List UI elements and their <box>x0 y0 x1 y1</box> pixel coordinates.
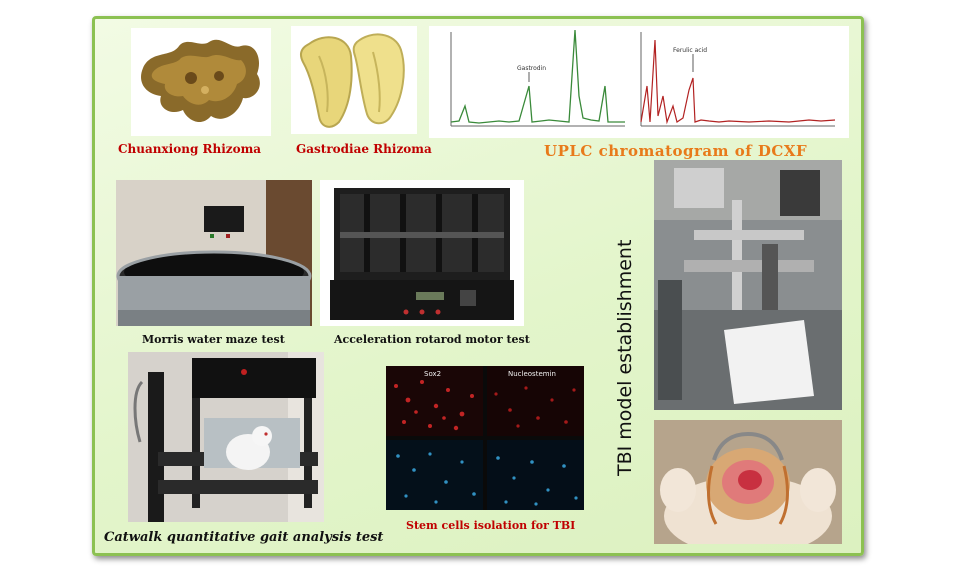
nucleostemin-label: Nucleostemin <box>508 370 556 378</box>
sox2-label: Sox2 <box>424 370 441 378</box>
gastrodin-peak-label: Gastrodin <box>517 65 546 72</box>
gastrodiae-rhizoma-image <box>291 26 417 134</box>
tbi-apparatus-photo <box>654 160 842 410</box>
caption-maze: Morris water maze test <box>142 333 285 346</box>
uplc-chromatogram: Gastrodin Ferulic acid <box>429 26 849 138</box>
caption-catwalk: Catwalk quantitative gait analysis test <box>104 530 384 545</box>
tbi-mouse-photo <box>654 420 842 556</box>
caption-rotarod: Acceleration rotarod motor test <box>334 333 530 346</box>
morris-water-maze-photo <box>116 180 312 326</box>
stem-cells-fluorescence: Sox2 Nucleostemin <box>386 366 584 510</box>
caption-stem-cells: Stem cells isolation for TBI <box>406 519 576 532</box>
caption-gastrodiae: Gastrodiae Rhizoma <box>296 142 432 156</box>
tbi-model-title: TBI model establishment <box>614 239 636 476</box>
catwalk-photo <box>128 352 324 522</box>
rotarod-photo <box>320 180 524 326</box>
caption-uplc: UPLC chromatogram of DCXF <box>544 142 808 160</box>
caption-chuanxiong: Chuanxiong Rhizoma <box>118 142 262 156</box>
chuanxiong-rhizoma-image <box>131 28 271 136</box>
ferulic-acid-peak-label: Ferulic acid <box>673 47 707 54</box>
